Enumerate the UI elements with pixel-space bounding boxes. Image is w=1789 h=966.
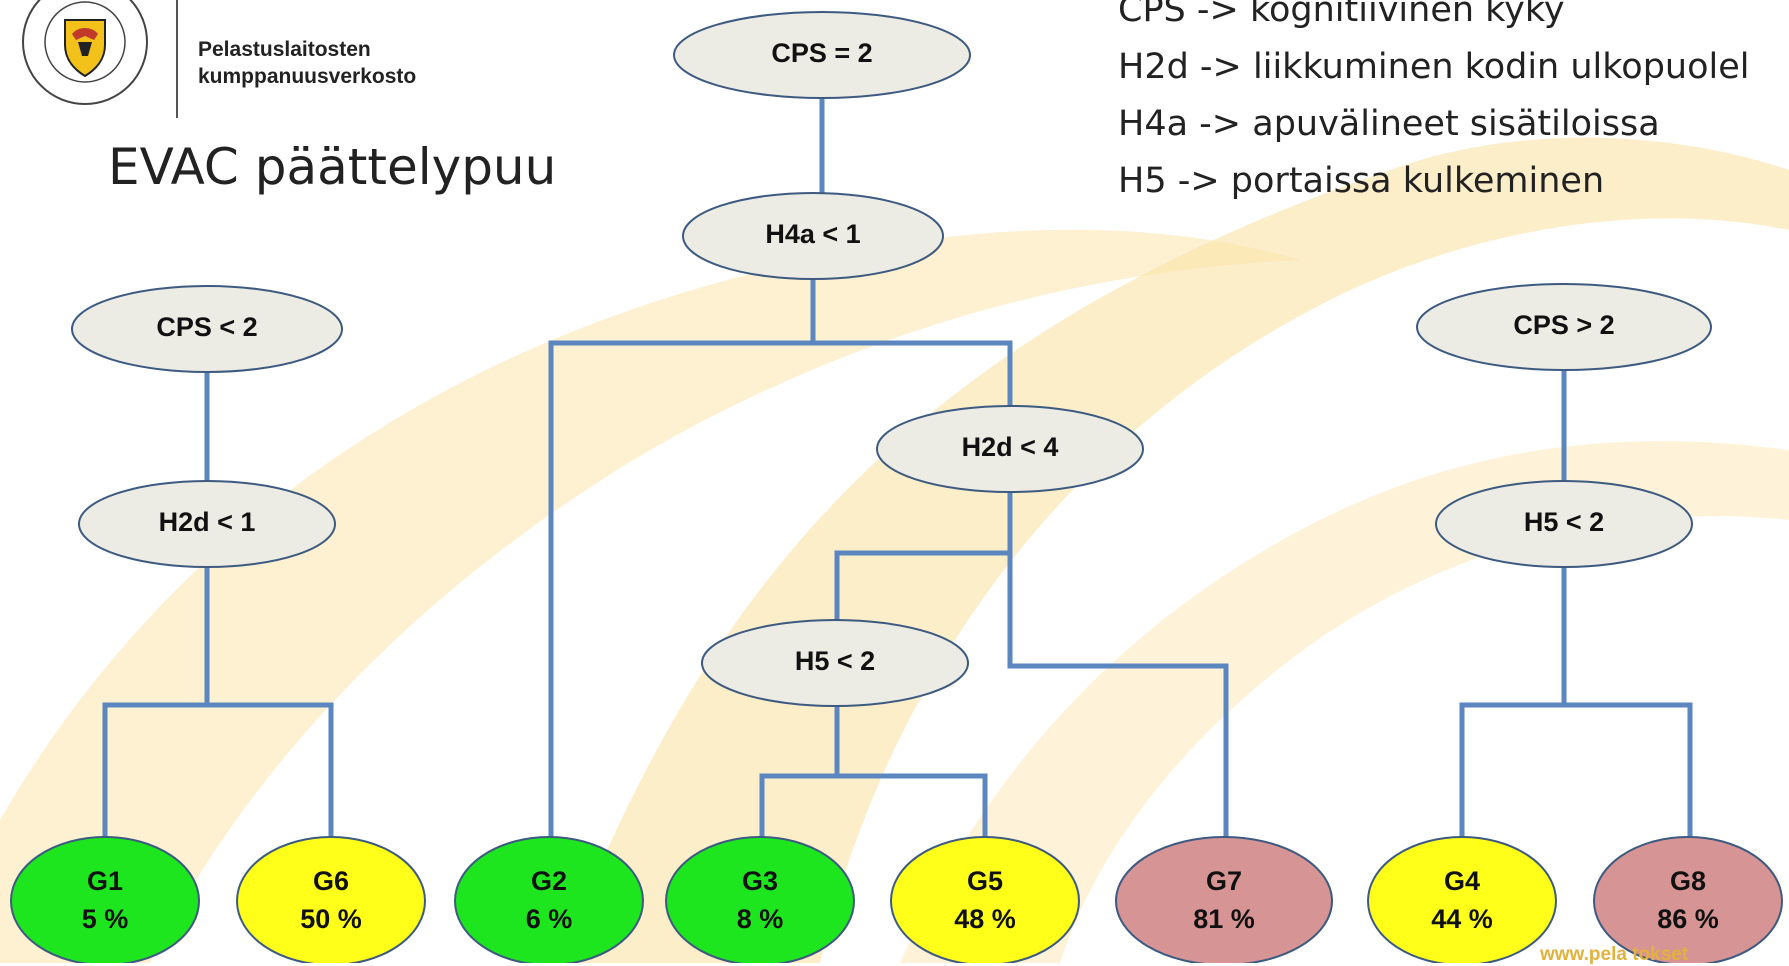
decision-node-shape — [876, 405, 1144, 493]
group-node-value: 48 % — [954, 904, 1016, 934]
legend-item-h2d: H2d -> liikkuminen kodin ulkopuolel — [1118, 47, 1750, 87]
edge-h5_lt2_mid-to-g3 — [759, 706, 840, 837]
group-node-name: G2 — [531, 866, 567, 896]
group-node-g5: G5 48 % — [890, 836, 1080, 963]
decision-node-shape — [701, 619, 969, 707]
decision-node-label: H4a < 1 — [765, 219, 860, 249]
legend-item-h5: H5 -> portaissa kulkeminen — [1118, 161, 1605, 201]
decision-node-h5_lt2_right: H5 < 2 — [1435, 480, 1693, 568]
org-name: Pelastuslaitosten kumppanuusverkosto — [198, 36, 416, 90]
group-node-shape — [1115, 836, 1333, 963]
decision-node-h2d_lt4: H2d < 4 — [876, 405, 1144, 493]
decision-node-label: H5 < 2 — [1524, 507, 1604, 537]
decision-node-label: H2d < 4 — [962, 432, 1059, 462]
tree-edges — [102, 98, 1693, 837]
tree-nodes: CPS = 2 H4a < 1 CPS < 2 H2d < 1 H2d < 4 H5 < … — [10, 11, 1783, 963]
website-url: www.pela tokset — [1540, 944, 1689, 965]
decision-node-label: CPS > 2 — [1513, 310, 1614, 340]
group-node-g8: G8 86 % — [1593, 836, 1783, 963]
group-node-shape — [236, 836, 426, 963]
decision-node-h5_lt2_mid: H5 < 2 — [701, 619, 969, 707]
edge-h2d_lt4-to-g7 — [1007, 553, 1229, 837]
group-node-value: 50 % — [300, 904, 362, 934]
group-node-value: 6 % — [526, 904, 573, 934]
org-name-line1: Pelastuslaitosten — [198, 38, 371, 61]
decision-node-cps_lt2: CPS < 2 — [71, 285, 343, 373]
org-logo — [10, 0, 160, 120]
group-node-g4: G4 44 % — [1367, 836, 1557, 963]
decision-node-label: CPS < 2 — [156, 312, 257, 342]
decision-node-h2d_lt1: H2d < 1 — [78, 480, 336, 568]
decision-node-shape — [673, 11, 971, 99]
legend-item-h4a: H4a -> apuvälineet sisätiloissa — [1118, 104, 1660, 144]
edge-h5_lt2_right-to-g4 — [1459, 567, 1567, 837]
emblem-icon — [22, 0, 148, 105]
decision-node-cps_eq2: CPS = 2 — [673, 11, 971, 99]
group-node-name: G6 — [313, 866, 349, 896]
decision-node-label: CPS = 2 — [771, 38, 872, 68]
group-node-value: 5 % — [82, 904, 129, 934]
group-node-shape — [10, 836, 200, 963]
group-node-g1: G15 % — [10, 836, 200, 963]
decision-node-shape — [78, 480, 336, 568]
group-node-name: G5 — [967, 866, 1003, 896]
group-node-value: 86 % — [1657, 904, 1719, 934]
edge-h2d_lt1-to-g6 — [207, 702, 334, 837]
decision-node-label: H2d < 1 — [159, 507, 256, 537]
group-node-g2: G26 % — [454, 836, 644, 963]
group-node-g6: G6 50 % — [236, 836, 426, 963]
group-node-value: 44 % — [1431, 904, 1493, 934]
logo-divider — [176, 0, 178, 118]
legend-item-cps: CPS -> kognitiivinen kyky — [1118, 0, 1565, 30]
decision-node-shape — [682, 192, 944, 280]
edge-h2d_lt1-to-g1 — [102, 567, 210, 837]
group-node-value: 8 % — [737, 904, 784, 934]
edge-h5_lt2_right-to-g8 — [1564, 702, 1693, 837]
group-node-name: G1 — [87, 866, 123, 896]
group-node-name: G3 — [742, 866, 778, 896]
decision-node-label: H5 < 2 — [795, 646, 875, 676]
legend: CPS -> kognitiivinen kyky H2d -> liikkum… — [1118, 0, 1750, 210]
group-node-shape — [665, 836, 855, 963]
group-node-name: G4 — [1444, 866, 1480, 896]
edge-h5_lt2_mid-to-g5 — [837, 773, 988, 837]
group-node-shape — [1593, 836, 1783, 963]
group-node-name: G7 — [1206, 866, 1242, 896]
decision-node-shape — [1416, 283, 1712, 371]
decision-node-shape — [1435, 480, 1693, 568]
edge-h4a_lt1-to-h2d_lt4 — [813, 340, 1013, 406]
org-name-line2: kumppanuusverkosto — [198, 65, 417, 88]
group-node-g7: G7 81 % — [1115, 836, 1333, 963]
decision-node-h4a_lt1: H4a < 1 — [682, 192, 944, 280]
group-node-value: 81 % — [1193, 904, 1255, 934]
group-node-name: G8 — [1670, 866, 1706, 896]
edge-h4a_lt1-to-g2 — [548, 279, 816, 837]
page-title: EVAC päättelypuu — [108, 138, 557, 196]
group-node-shape — [454, 836, 644, 963]
edge-h2d_lt4-to-h5_lt2_mid — [834, 492, 1013, 620]
decision-node-cps_gt2: CPS > 2 — [1416, 283, 1712, 371]
group-node-shape — [890, 836, 1080, 963]
decision-node-shape — [71, 285, 343, 373]
group-node-g3: G38 % — [665, 836, 855, 963]
group-node-shape — [1367, 836, 1557, 963]
